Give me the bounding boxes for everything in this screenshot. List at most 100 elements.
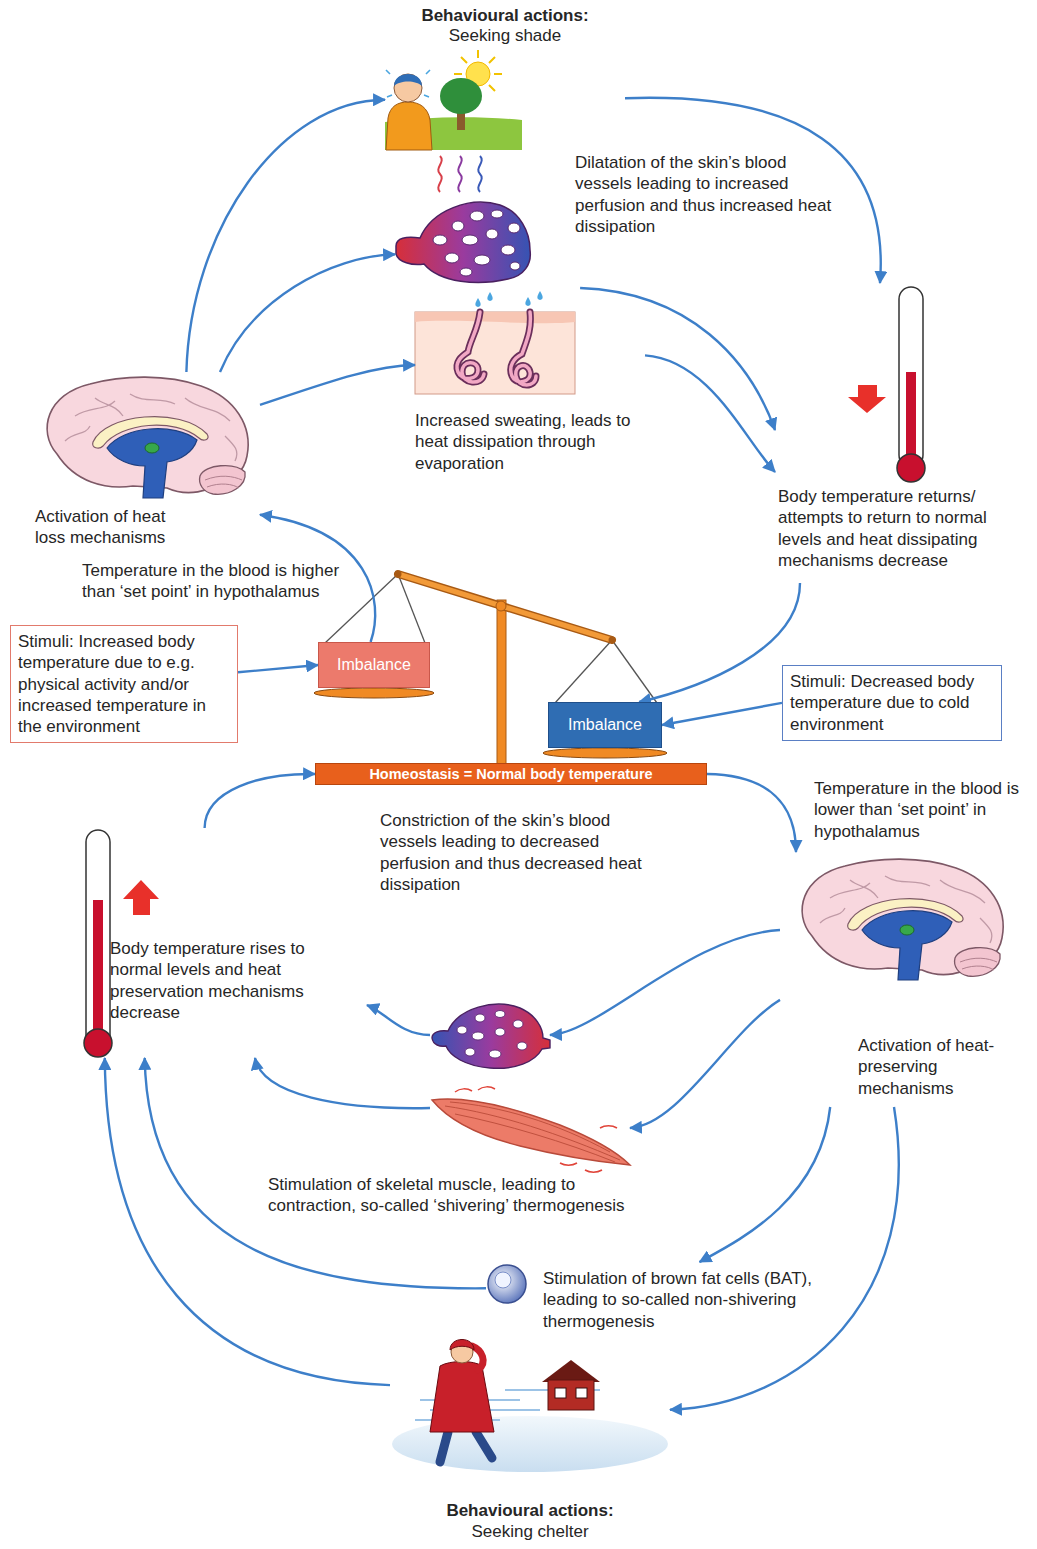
shelter-scene bbox=[555, 1388, 566, 1398]
caption-text: Seeking shade bbox=[385, 25, 625, 46]
constricted-vessel bbox=[432, 1004, 550, 1068]
flow-arrow bbox=[700, 1107, 831, 1262]
dilated-vessel bbox=[458, 156, 461, 192]
balance-scale bbox=[609, 637, 616, 644]
dilated-vessel bbox=[433, 210, 520, 276]
thermometer-rising bbox=[84, 1029, 112, 1057]
balance-scale bbox=[314, 688, 434, 698]
skin-section bbox=[475, 291, 542, 307]
constricted-vessel bbox=[495, 1028, 505, 1036]
flow-arrow bbox=[662, 703, 782, 725]
skeletal-muscle bbox=[432, 1099, 630, 1165]
shelter-scene bbox=[430, 1362, 494, 1433]
flow-arrow bbox=[639, 583, 800, 702]
caption-text: Homeostasis = Normal body temperature bbox=[369, 765, 652, 784]
thermometer-falling bbox=[899, 287, 923, 467]
shelter-scene bbox=[548, 1380, 594, 1410]
dilated-vessel bbox=[396, 156, 530, 282]
constricted-vessel bbox=[457, 1026, 467, 1034]
brain-drawing bbox=[47, 377, 248, 498]
constricted-vessel bbox=[513, 1020, 523, 1028]
flow-arrow bbox=[220, 254, 395, 372]
constricted-vessel bbox=[489, 1050, 501, 1058]
person-body bbox=[386, 102, 432, 150]
balance-scale bbox=[398, 574, 612, 640]
dilated-vessel bbox=[396, 202, 530, 282]
edge-label: Temperature in the blood is lower than ‘… bbox=[812, 778, 1037, 842]
flow-arrow bbox=[670, 1107, 899, 1410]
skeletal-muscle bbox=[455, 1087, 617, 1172]
flow-arrow bbox=[707, 774, 796, 852]
brain-drawing bbox=[802, 859, 1003, 980]
flow-arrow bbox=[145, 1058, 486, 1288]
skeletal-muscle bbox=[432, 1087, 630, 1172]
edge-label: Temperature in the blood is higher than … bbox=[80, 560, 349, 603]
down-arrow bbox=[848, 385, 886, 413]
behaviour-scene: Behavioural actions:Seeking chelter bbox=[390, 1340, 670, 1545]
brown-fat-cell bbox=[488, 1265, 526, 1303]
flow-arrow bbox=[255, 1058, 430, 1108]
skeletal-muscle bbox=[445, 1102, 620, 1162]
caption-text: Stimuli: Increased body temperature due … bbox=[18, 631, 230, 737]
caption-text: Increased sweating, leads to heat dissip… bbox=[415, 410, 645, 474]
dilated-vessel bbox=[474, 255, 490, 265]
vasodilation-step: Dilatation of the skin’s blood vessels l… bbox=[395, 148, 840, 288]
dilated-vessel bbox=[452, 221, 464, 231]
caption-text: Activation of heat loss mechanisms bbox=[35, 506, 200, 549]
flow-arrow bbox=[205, 774, 315, 828]
person-head bbox=[394, 74, 422, 102]
shelter-scene bbox=[576, 1388, 587, 1398]
dilated-vessel bbox=[510, 262, 520, 270]
constricted-vessel bbox=[472, 1032, 484, 1040]
caption-text: Stimuli: Decreased body temperature due … bbox=[790, 671, 994, 735]
flow-arrow bbox=[260, 365, 415, 405]
skin-section bbox=[487, 292, 492, 301]
flow-arrow bbox=[238, 665, 318, 672]
imbalance-weight: Imbalance bbox=[318, 642, 430, 688]
balance-scale bbox=[314, 571, 667, 765]
hypothalamus-brain: Activation of heat loss mechanisms bbox=[30, 372, 260, 555]
brown-fat-cell bbox=[488, 1265, 526, 1303]
balance-scale bbox=[497, 600, 506, 764]
skin-section bbox=[457, 312, 484, 382]
skin-section bbox=[511, 312, 536, 385]
dilated-vessel bbox=[460, 268, 472, 276]
homeostasis-bar: Homeostasis = Normal body temperature bbox=[315, 763, 707, 785]
sweat-marks bbox=[386, 70, 430, 97]
caption-text: Imbalance bbox=[568, 715, 642, 735]
thermometer-rising bbox=[86, 830, 110, 1048]
thermometer-rising bbox=[93, 900, 103, 1042]
dilated-vessel bbox=[491, 210, 503, 218]
dilated-vessel bbox=[486, 229, 498, 239]
imbalance-weight: Imbalance bbox=[548, 702, 662, 748]
balance-scale bbox=[555, 640, 612, 703]
balance-scale bbox=[496, 601, 506, 611]
shivering-step: Stimulation of skeletal muscle, leading … bbox=[430, 1088, 630, 1168]
dilated-vessel bbox=[470, 211, 484, 221]
flow-arrow bbox=[550, 930, 780, 1035]
shade-scene bbox=[385, 50, 522, 150]
skin-section bbox=[475, 298, 480, 307]
shelter-scene bbox=[450, 1340, 474, 1351]
balance-scale bbox=[612, 640, 657, 703]
constricted-vessel bbox=[517, 1042, 527, 1050]
constricted-vessel bbox=[432, 1004, 550, 1068]
tree-crown bbox=[440, 78, 482, 114]
dilated-vessel bbox=[508, 223, 520, 233]
thermometer-falling bbox=[897, 454, 925, 482]
thermometer-rising: Body temperature rises to normal levels … bbox=[82, 828, 367, 1058]
skin-section bbox=[457, 312, 484, 382]
flow-arrow bbox=[367, 1005, 430, 1035]
dilated-vessel bbox=[438, 156, 441, 192]
flow-arrow bbox=[630, 1000, 780, 1128]
hypothalamus-brain: Activation of heat-preserving mechanisms bbox=[780, 852, 1008, 1107]
brown-fat-cell bbox=[495, 1272, 511, 1288]
shelter-scene bbox=[542, 1360, 600, 1382]
flow-arrow bbox=[645, 355, 775, 472]
stimulus-box: Stimuli: Increased body temperature due … bbox=[10, 625, 238, 743]
shelter-scene bbox=[440, 1432, 492, 1462]
balance-scale bbox=[398, 574, 612, 640]
skin-section bbox=[415, 312, 575, 394]
